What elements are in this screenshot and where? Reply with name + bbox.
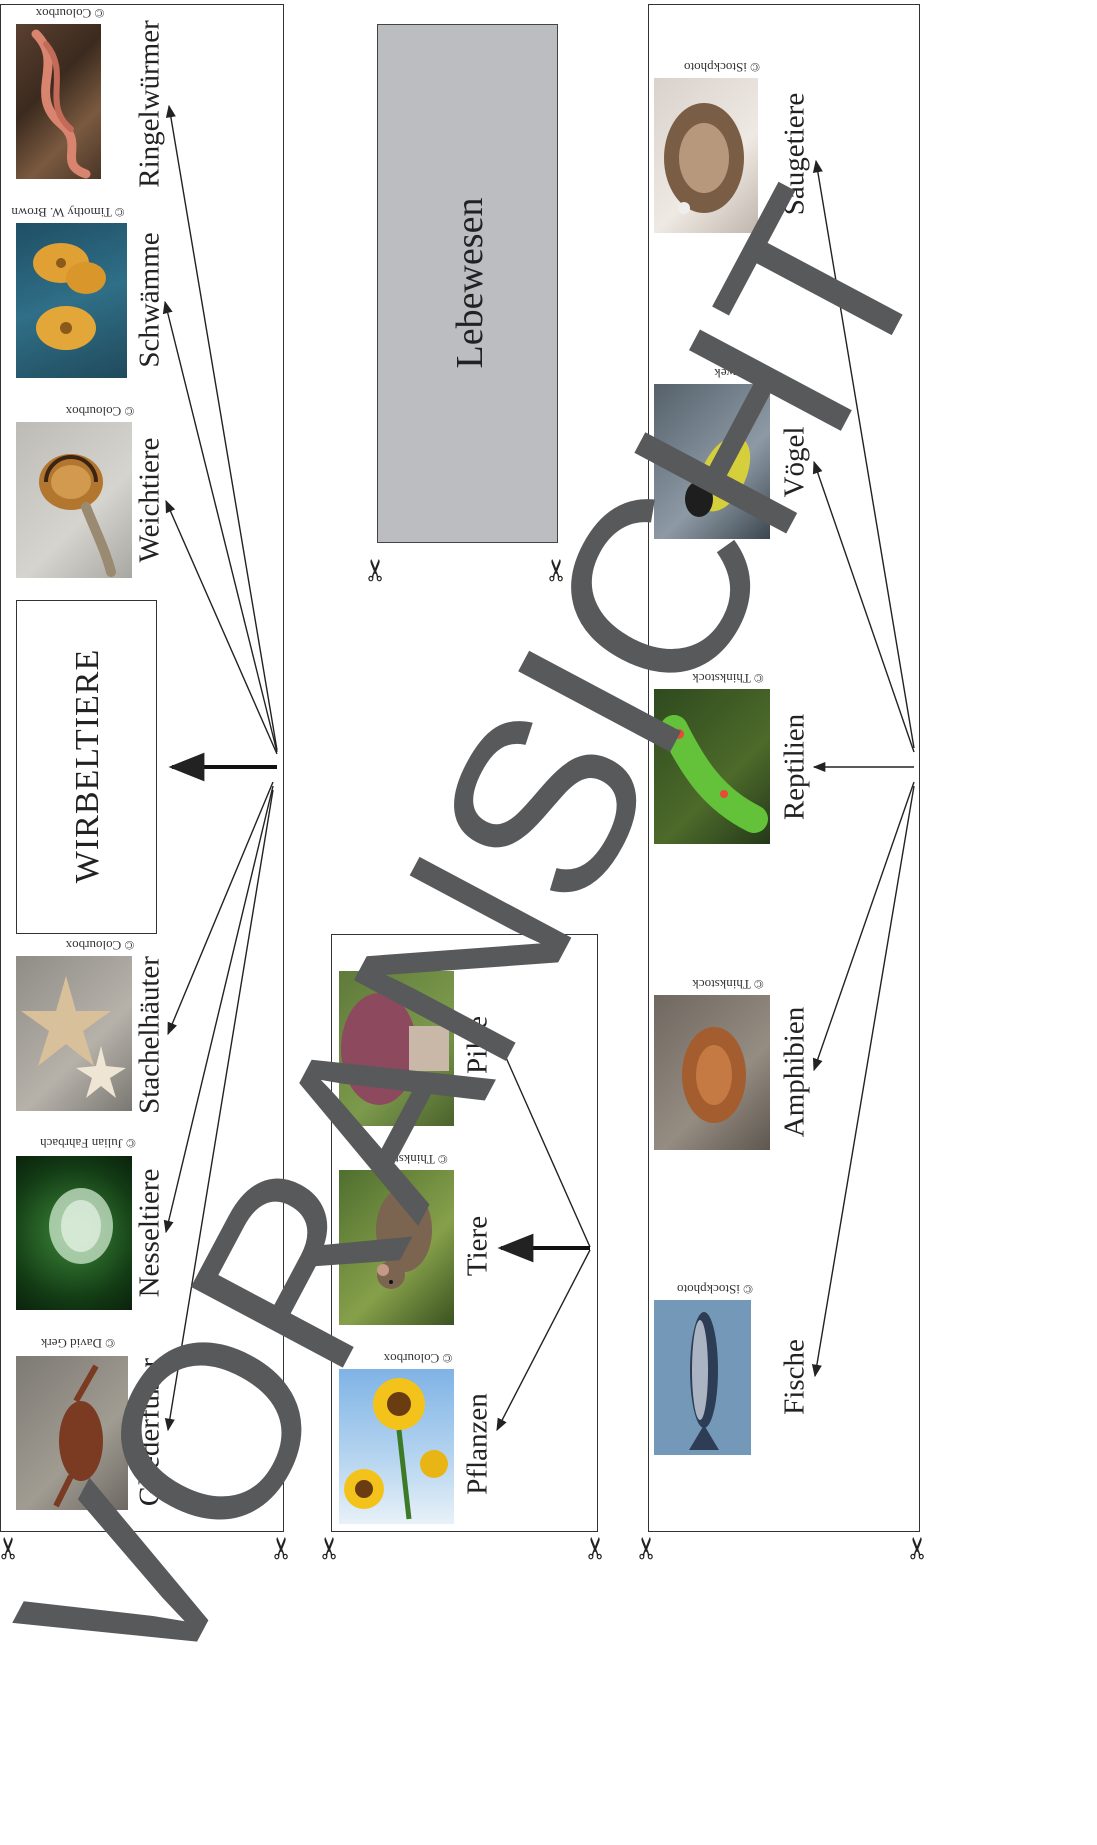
arrow-voegel: [814, 462, 914, 752]
arrow-stachelhaeuter: [168, 782, 273, 1034]
scissors-icon: ✂: [316, 1535, 346, 1560]
arrow-schwaemme: [165, 302, 277, 752]
scissors-icon: ✂: [268, 1535, 298, 1560]
arrow-ringelwuermer: [169, 106, 277, 750]
scissors-icon: ✂: [582, 1535, 612, 1560]
scissors-icon: ✂: [633, 1535, 663, 1560]
scissors-icon: ✂: [0, 1535, 25, 1560]
scissors-icon: ✂: [904, 1535, 934, 1560]
arrow-weichtiere: [166, 501, 277, 754]
arrow-fische: [815, 786, 914, 1376]
scissors-icon: ✂: [362, 557, 392, 582]
scissors-icon: ✂: [543, 557, 573, 582]
arrow-gliederfuesser: [168, 790, 273, 1430]
arrow-nesseltiere: [166, 786, 273, 1232]
arrow-saeugetiere: [816, 161, 914, 748]
arrow-amphibien: [814, 782, 914, 1070]
arrow-pflanzen: [497, 1250, 590, 1430]
arrow-pilze: [496, 1035, 590, 1247]
